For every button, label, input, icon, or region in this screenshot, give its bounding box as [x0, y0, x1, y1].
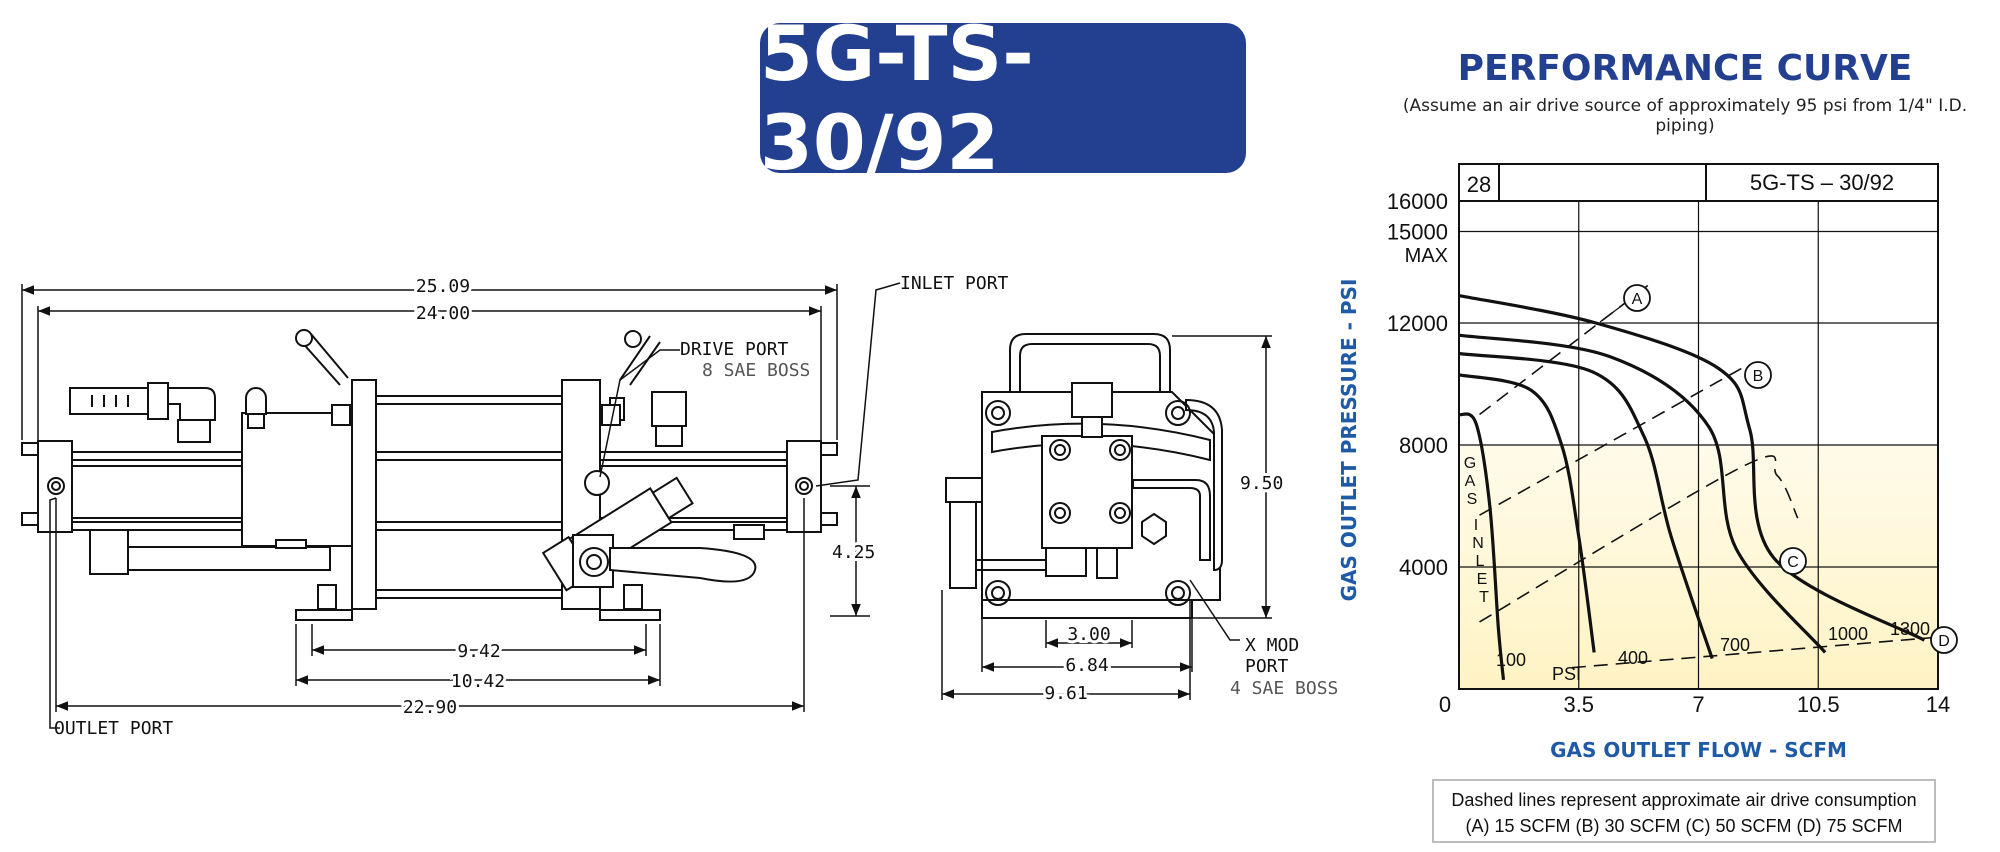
outlet-port-label: OUTLET PORT [54, 718, 173, 739]
y-tick-label: 15000 [1387, 220, 1448, 245]
series-letter-C: C [1787, 554, 1799, 571]
dim-22-90: 22.90 [403, 697, 457, 718]
series-letter-D: D [1938, 633, 1950, 650]
y-tick-label: 16000 [1387, 189, 1448, 214]
series-marker-B [1744, 361, 1772, 389]
inlet-char: I [1474, 517, 1478, 534]
legend-line-1: Dashed lines represent approximate air d… [1451, 790, 1917, 810]
ratio-box [1458, 163, 1500, 202]
inlet-char: N [1472, 535, 1484, 552]
x-axis-title: GAS OUTLET FLOW - SCFM [1550, 738, 1847, 762]
dim-24-00: 24.00 [416, 303, 470, 324]
curve-label-100: 100 [1496, 650, 1526, 670]
curve-1300 [1458, 293, 1926, 642]
drive-port-note: 8 SAE BOSS [702, 360, 810, 381]
inlet-char: E [1477, 571, 1488, 588]
performance-subtitle: (Assume an air drive source of approxima… [1402, 96, 1968, 136]
x-tick-label: 10.5 [1797, 692, 1840, 717]
dim-10-42: 10.42 [451, 671, 505, 692]
dim-3-00: 3.00 [1067, 624, 1110, 645]
x-mod-label: X MOD [1245, 635, 1299, 656]
ratio-label: 28 [1467, 172, 1491, 197]
curve-1000 [1458, 333, 1827, 654]
side-view-dimensions [21, 282, 901, 729]
model-label: 5G-TS – 30/92 [1750, 170, 1894, 195]
end-view [945, 333, 1223, 619]
performance-title: PERFORMANCE CURVE [1457, 48, 1913, 89]
x-tick-label: 14 [1926, 692, 1950, 717]
inlet-char: L [1476, 553, 1485, 570]
performance-chart: 28 5G-TS – 30/92 0 3.5 7 10.5 14 4000 8000 12000 1… [1337, 163, 1958, 762]
air-line-C [1479, 455, 1799, 623]
series-marker-A [1623, 284, 1651, 312]
curve-700 [1458, 351, 1714, 660]
series-marker-D [1930, 626, 1958, 654]
inlet-char: A [1465, 473, 1476, 490]
air-line-D [1571, 636, 1939, 669]
y-tick-label: 4000 [1399, 555, 1448, 580]
inlet-char: G [1464, 455, 1476, 472]
leader-A [1599, 303, 1625, 323]
curve-label-700: 700 [1720, 635, 1750, 655]
end-view-dimensions [941, 335, 1272, 700]
inlet-port-label: INLET PORT [900, 273, 1009, 294]
inlet-char: S [1467, 491, 1478, 508]
drive-port-label: DRIVE PORT [680, 339, 789, 360]
x-mod-note: 4 SAE BOSS [1230, 678, 1338, 699]
inlet-char: T [1479, 589, 1489, 606]
curve-100 [1458, 412, 1506, 681]
y-max-label: MAX [1405, 245, 1448, 267]
legend-line-2: (A) 15 SCFM (B) 30 SCFM (C) 50 SCFM (D) … [1465, 816, 1903, 836]
x-tick-label: 0 [1439, 692, 1451, 717]
series-letter-A: A [1632, 291, 1643, 308]
x-tick-label: 7 [1692, 692, 1704, 717]
curve-label-1300: 1300 [1890, 619, 1930, 639]
dim-25-09: 25.09 [416, 276, 470, 297]
side-view [21, 329, 838, 621]
dim-6-84: 6.84 [1065, 655, 1108, 676]
air-line-B [1479, 365, 1747, 516]
curve-label-1000: 1000 [1828, 624, 1868, 644]
y-axis-title: GAS OUTLET PRESSURE - PSI [1337, 279, 1361, 602]
series-letter-B: B [1753, 368, 1764, 385]
product-title: 5G-TS-30/92 [760, 9, 1246, 187]
x-tick-label: 3.5 [1563, 692, 1594, 717]
dim-4-25: 4.25 [832, 542, 875, 563]
drawing-text: 25.09 24.00 4.25 9.42 10.42 22.90 9.50 3… [54, 273, 1338, 739]
curve-label-400: 400 [1618, 648, 1648, 668]
psi-label: PSI [1552, 664, 1581, 684]
model-box [1705, 163, 1939, 202]
dim-9-50: 9.50 [1240, 473, 1283, 494]
air-consumption-legend: Dashed lines represent approximate air d… [1432, 779, 1936, 843]
dim-9-42: 9.42 [457, 641, 500, 662]
y-tick-label: 12000 [1387, 311, 1448, 336]
series-marker-C [1779, 547, 1807, 575]
dim-9-61: 9.61 [1044, 683, 1087, 704]
curve-400 [1458, 373, 1596, 653]
y-tick-label: 8000 [1399, 433, 1448, 458]
x-mod-port-label: PORT [1245, 656, 1289, 677]
